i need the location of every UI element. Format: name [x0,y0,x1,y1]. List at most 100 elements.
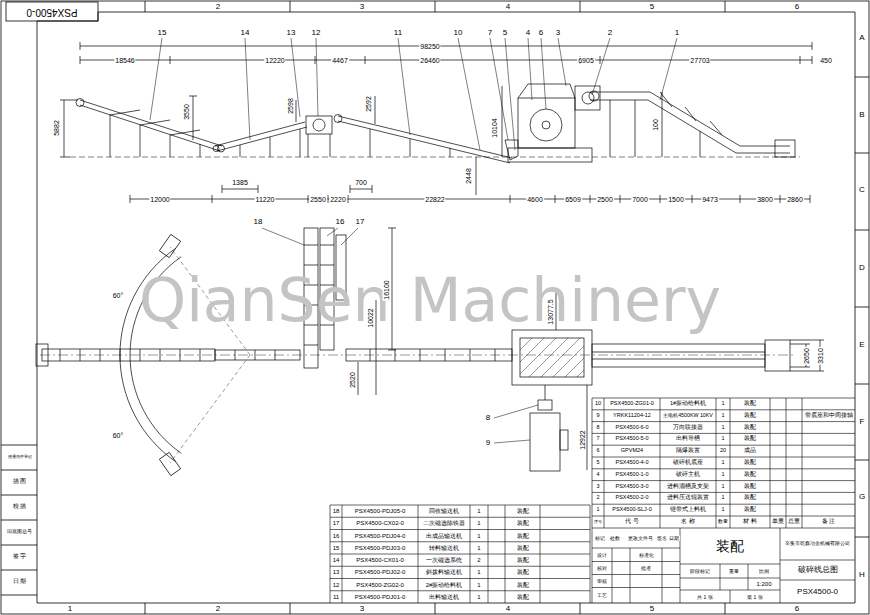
grid-letter: B [858,111,865,119]
callout-number: 2 [607,29,613,37]
table-cell: 装配 [743,401,757,407]
dimension: 6905 [577,57,595,64]
drawing-title: 破碎线总图 [797,566,839,574]
table-cell: 装配 [743,460,757,466]
table-cell: 回收输送机 [428,508,460,514]
table-cell: 装配 [743,484,757,490]
stamp-cell: 校 描 [12,504,28,510]
title-cell: 比例 [758,569,770,574]
table-cell: PSX4500-6-0 [614,425,649,431]
table-cell: 2 [595,496,600,502]
elevation-view [60,96,197,157]
title-cell: 第 1 张 [746,595,764,600]
plan-view [765,340,790,371]
title-cell: 标准化 [638,553,655,558]
grid-letter: G [858,493,866,501]
dimension: 10022 [367,307,374,328]
table-cell: 17 [332,520,341,526]
table-cell: 16 [332,533,341,539]
dimension: 2448 [465,167,472,185]
elevation-view [60,38,812,203]
callout-number: 7 [487,29,493,37]
table-header: 序号 [593,520,603,524]
dimension: 2598 [287,97,294,115]
dimension: 7000 [631,196,649,203]
table-cell: 12 [332,582,341,588]
dimension: 12922 [579,429,586,450]
dimension: 1385 [231,179,249,186]
table-cell: 万向联接器 [672,425,704,431]
callout-number: 17 [355,218,366,226]
table-cell: PSX4500-PDJ02-0 [354,569,407,575]
grid-number: 5 [649,605,655,613]
plan-view [42,349,215,361]
table-cell: 链带式上料机 [669,507,707,513]
table-cell: PSX4500-ZG02-0 [355,582,405,588]
plan-view [545,385,546,400]
title-cell: 标记 [594,536,606,541]
angle-dimension: 60° [112,432,125,439]
elevation-view [80,42,812,50]
callout-number: 15 [157,29,168,37]
table-cell: 2 [476,557,481,563]
plan-view [538,400,552,410]
callout-number: 14 [240,29,251,37]
callout-number: 9 [485,439,491,447]
table-cell: 1 [476,582,481,588]
grid-letter: H [858,571,866,579]
drawing-number: PSX4500-0 [796,588,839,596]
grid-number: 2 [215,3,221,11]
dimension: 27703 [689,57,710,64]
parts-tables [330,505,590,603]
table-cell: 1 [720,507,725,513]
table-cell: 1 [720,496,725,502]
dimension: 2592 [365,95,372,113]
parts-tables [592,398,802,603]
sheet-frame [1,445,37,595]
table-cell: 1 [476,508,481,514]
elevation-view [542,121,550,129]
table-cell: 1 [476,533,481,539]
dimension: 2220 [329,196,347,203]
dimension: 6509 [564,196,582,203]
table-cell: 破碎主机 [675,472,701,478]
table-cell: GPVM24 [620,448,644,454]
sheet-frame [37,12,855,603]
dimension: 3550 [183,103,190,121]
table-cell: 1 [476,594,481,600]
table-cell: 装配 [516,594,530,600]
table-cell: 1 [476,520,481,526]
table-cell: 隔爆装置 [675,448,701,454]
table-cell: PSX4500-ZG01-0 [609,401,655,407]
plan-view [215,350,300,360]
table-cell: 装配 [516,508,530,514]
elevation-view [130,195,810,203]
plan-view [370,349,495,361]
elevation-view [508,148,592,162]
table-cell: 6 [595,448,600,454]
grid-letter: A [858,34,865,42]
dimension: 3310 [817,347,824,365]
table-cell: 装配 [516,520,530,526]
elevation-view [80,56,812,64]
dimension: 4467 [331,57,349,64]
plan-view [530,413,560,471]
dimension: 98250 [419,43,440,50]
grid-number: 6 [794,605,800,613]
callout-number: 6 [538,29,544,37]
table-cell: 破碎机底座 [672,460,704,466]
table-cell: 主电机4500KW 10KV [662,413,714,418]
plan-view [592,352,765,359]
title-cell: 重量 [728,569,740,574]
elevation-view [590,92,790,157]
elevation-view [313,119,325,131]
elevation-view [150,38,677,150]
table-cell: 装配 [743,413,757,419]
table-cell: 1 [720,425,725,431]
dimension: 2520 [349,371,356,389]
grid-number: 5 [649,3,655,11]
table-cell: 带底座和中间接轴 [804,413,854,419]
parts-tables [592,528,855,603]
sheet-frame [6,2,98,21]
table-cell: 9 [595,413,600,419]
